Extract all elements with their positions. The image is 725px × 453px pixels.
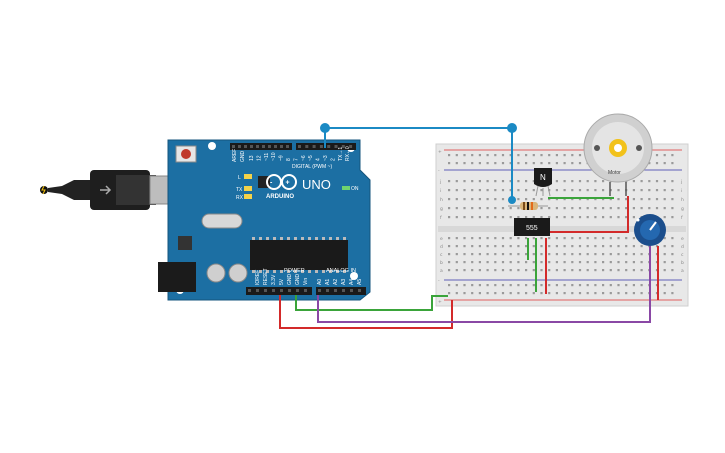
- transistor-label: N: [540, 173, 546, 182]
- arduino-logo: - +: [266, 174, 297, 190]
- digital-pin-label: 13: [249, 155, 255, 161]
- digital-pin-label: ~11: [264, 153, 270, 161]
- aref-label: AREF: [232, 149, 238, 162]
- digital-pin-label: ~5: [308, 155, 314, 161]
- power-jack[interactable]: [158, 262, 196, 292]
- row-letter: i: [440, 188, 441, 194]
- tx-led: [244, 186, 252, 191]
- analog-header[interactable]: [316, 287, 366, 295]
- digital-pin-label: ~10: [271, 152, 277, 161]
- analog-pin-label: A2: [333, 279, 339, 285]
- wire-blue[interactable]: [320, 123, 517, 204]
- power-pin-label: 5V: [279, 278, 285, 285]
- digital-pin-label: ~6: [301, 155, 307, 161]
- wire-green[interactable]: [295, 197, 614, 311]
- gnd-label: GND: [240, 151, 246, 163]
- wire-purple[interactable]: [317, 246, 651, 323]
- row-letter: e: [440, 237, 443, 242]
- digital-pin-label: ~3: [323, 155, 329, 161]
- row-letter: h: [681, 197, 684, 203]
- analog-pin-label: A0: [317, 279, 323, 285]
- row-letter: d: [681, 244, 684, 250]
- microcontroller-chip: [250, 240, 348, 270]
- wire-red[interactable]: [279, 196, 659, 329]
- row-letter: j: [680, 179, 682, 185]
- row-letter: b: [440, 260, 443, 266]
- svg-text:-: -: [270, 180, 273, 187]
- dc-motor[interactable]: Motor: [583, 113, 653, 196]
- crystal-oscillator: [201, 213, 243, 229]
- l-led: [244, 174, 252, 179]
- row-letter: a: [440, 269, 443, 274]
- rx-led: [244, 194, 252, 199]
- row-letter: c: [440, 253, 443, 258]
- on-led: [342, 186, 350, 190]
- power-label: POWER: [284, 268, 305, 274]
- capacitor: [206, 263, 226, 283]
- row-letter: g: [681, 207, 684, 212]
- svg-text:+: +: [286, 180, 290, 187]
- row-letter: h: [440, 197, 443, 203]
- row-letter: d: [440, 244, 443, 250]
- power-pin-label: IOREF: [255, 270, 261, 285]
- digital-pin-label: 12: [256, 155, 262, 161]
- rail-minus-bottom: -: [438, 279, 440, 284]
- rail-plus-bottom: +: [438, 299, 442, 305]
- ic-555[interactable]: 555: [514, 218, 550, 236]
- digital-pin-label: 4: [316, 158, 322, 161]
- analog-pin-label: A4: [349, 279, 355, 285]
- row-letter: i: [681, 188, 682, 194]
- row-letter: a: [681, 269, 684, 274]
- power-pin-label: 3.3V: [271, 274, 277, 285]
- row-letter: f: [440, 215, 442, 221]
- usb-cable[interactable]: [40, 170, 175, 210]
- row-letter: e: [681, 237, 684, 242]
- power-pin-label: Vin: [303, 278, 309, 285]
- analog-pin-label: A1: [325, 279, 331, 285]
- digital-header-label: DIGITAL (PWM ~): [292, 164, 332, 170]
- lightning-icon: [41, 185, 46, 195]
- analog-label: ANALOG IN: [326, 268, 356, 274]
- digital-pin-label: TX→1: [338, 147, 344, 161]
- power-pin-label: RESET: [263, 268, 269, 285]
- potentiometer[interactable]: [634, 214, 666, 246]
- row-letter: g: [440, 207, 443, 212]
- power-pin-label: GND: [295, 274, 301, 286]
- digital-pin-label: 7: [293, 158, 299, 161]
- rail-plus-top: +: [438, 149, 442, 155]
- usb-icon: [100, 185, 112, 195]
- digital-pin-label: ~9: [279, 155, 285, 161]
- digital-pin-label: 8: [286, 158, 292, 161]
- transistor[interactable]: N: [534, 168, 552, 197]
- row-letter: f: [681, 215, 683, 221]
- rail-minus-top: -: [438, 169, 440, 174]
- power-header[interactable]: [246, 287, 312, 295]
- digital-pin-label: 2: [330, 158, 336, 161]
- digital-pin-label: RX←0: [345, 146, 351, 161]
- resistor[interactable]: [508, 202, 548, 210]
- row-letter: j: [439, 179, 441, 185]
- on-label: ON: [351, 186, 359, 192]
- ic-label: 555: [526, 225, 538, 232]
- analog-pin-label: A5: [357, 279, 363, 285]
- rx-label: RX: [236, 195, 244, 201]
- row-letter: b: [681, 260, 684, 266]
- board-brand: ARDUINO: [266, 194, 294, 200]
- l-label: L: [238, 175, 241, 181]
- tx-label: TX: [236, 187, 243, 193]
- capacitor: [228, 263, 248, 283]
- row-letter: c: [681, 253, 684, 258]
- analog-pin-label: A3: [341, 279, 347, 285]
- power-pin-label: GND: [287, 274, 293, 286]
- board-model: UNO: [302, 177, 331, 192]
- motor-label: Motor: [608, 170, 621, 176]
